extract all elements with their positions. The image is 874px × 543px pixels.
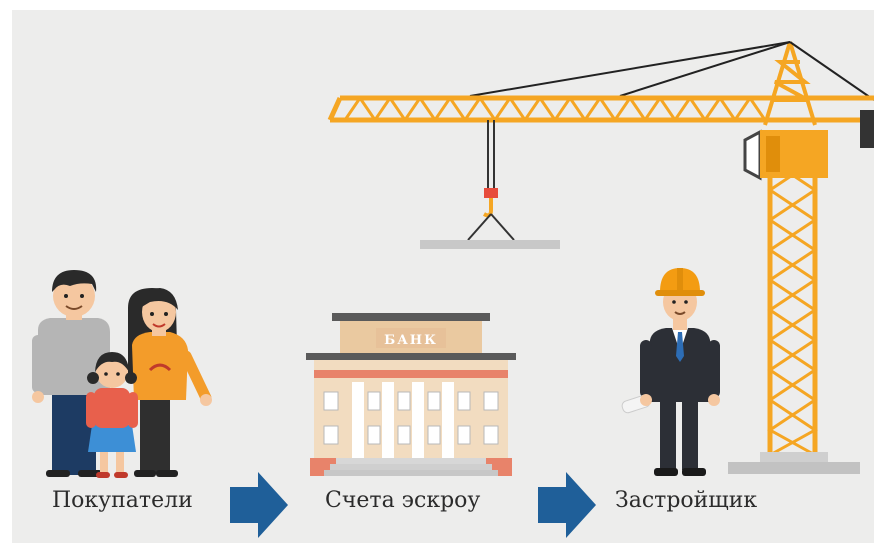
crane-icon: [327, 41, 874, 474]
flow-arrow-icon: [230, 472, 288, 538]
developer-label: Застройщик: [615, 488, 758, 513]
mother-figure: [128, 288, 212, 477]
bank-building-icon: БАНК: [306, 313, 516, 476]
flow-arrow-icon: [538, 472, 596, 538]
hard-hat-icon: [655, 268, 705, 296]
builder-icon: [621, 268, 720, 476]
buyers-label: Покупатели: [52, 488, 193, 513]
blueprint-roll: [621, 394, 652, 414]
family-icon: [32, 270, 212, 478]
girl-figure: [86, 352, 138, 478]
escrow-label: Счета эскроу: [325, 488, 481, 513]
bank-sign: БАНК: [384, 333, 438, 348]
